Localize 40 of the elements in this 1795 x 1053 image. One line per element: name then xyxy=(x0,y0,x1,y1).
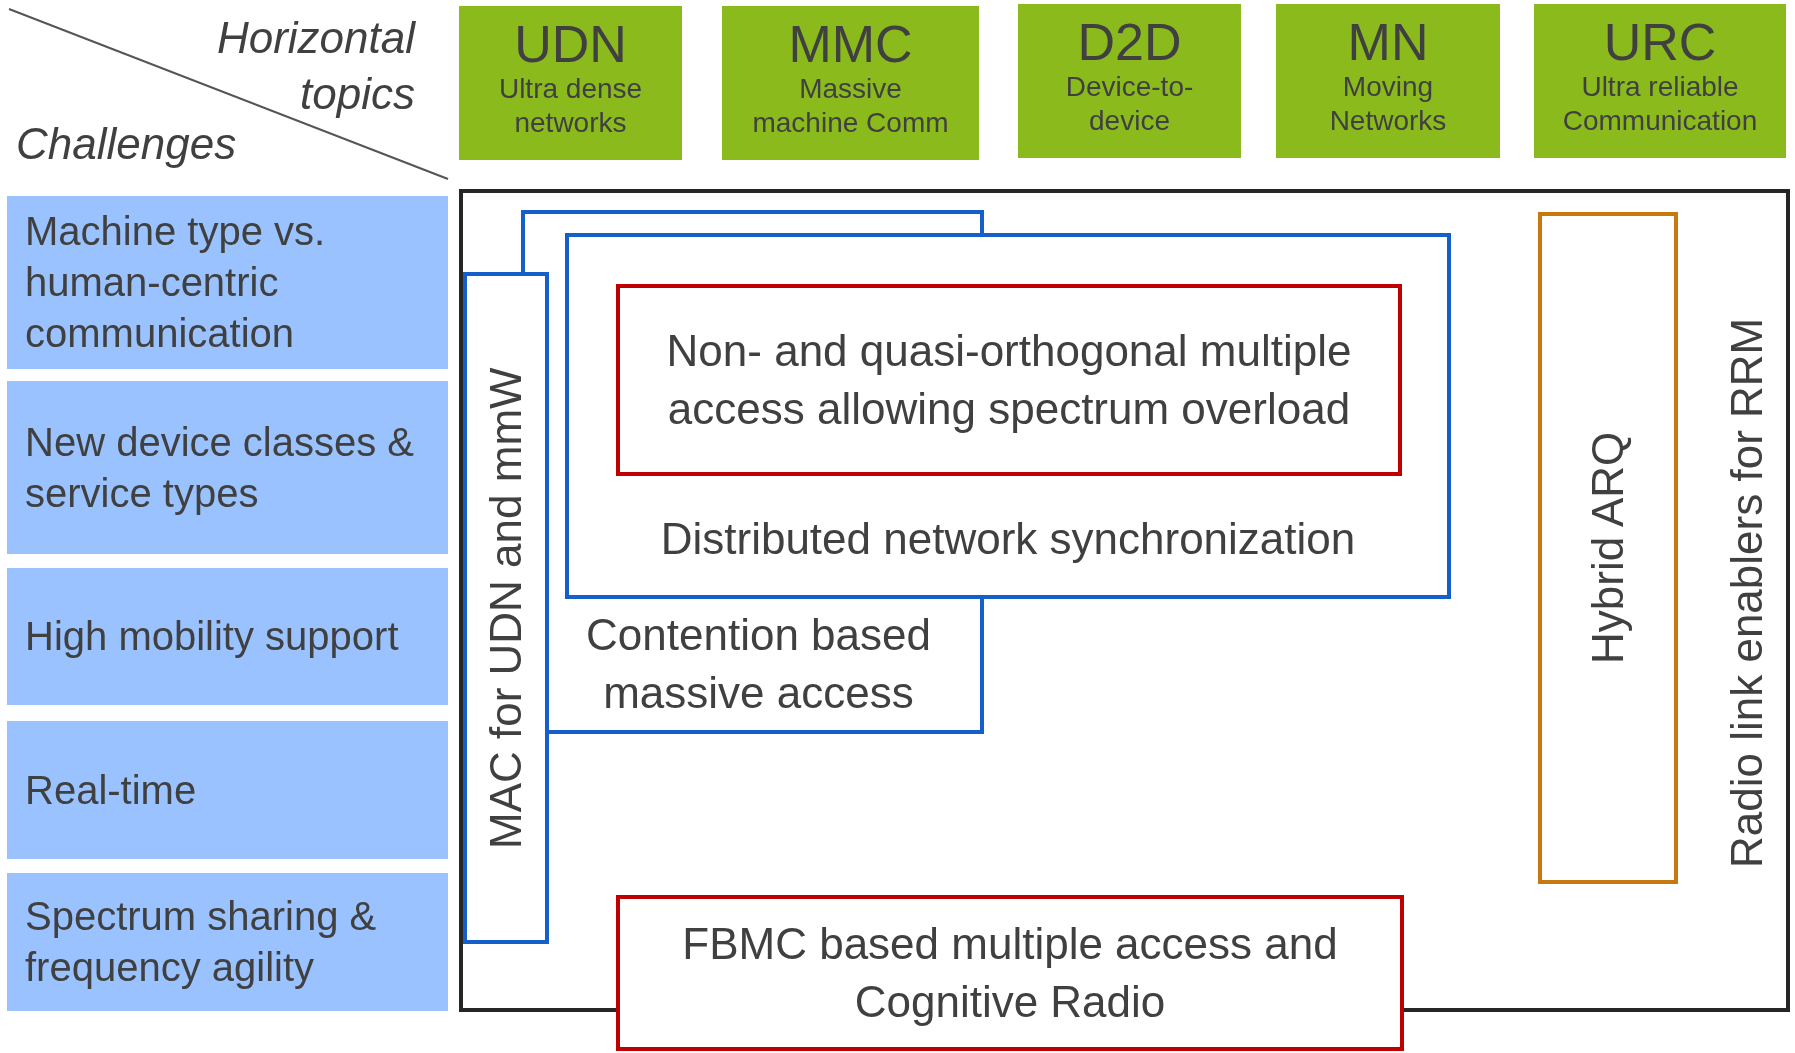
challenge-text: Spectrum sharing & frequency agility xyxy=(25,893,378,991)
challenge-text: Real-time xyxy=(25,766,197,814)
enabler-box xyxy=(616,284,1402,476)
topic-box xyxy=(722,6,979,160)
topic-description: Ultra reliable Communication xyxy=(1561,70,1759,138)
challenge-text: High mobility support xyxy=(25,613,399,660)
enabler-text: Distributed network synchronization xyxy=(660,513,1356,565)
topic-abbreviation: D2D xyxy=(1076,14,1183,70)
topic-box xyxy=(1534,4,1786,158)
challenge-box xyxy=(7,568,448,705)
enabler-text: Non- and quasi-orthogonal multiple access allowing spectrum overload xyxy=(665,325,1353,435)
enabler-box xyxy=(616,895,1404,1051)
challenge-box xyxy=(7,721,448,859)
vertical-label: Radio link enablers for RRM xyxy=(1722,316,1772,871)
topic-description: Massive machine Comm xyxy=(751,72,950,140)
enabler-box xyxy=(549,599,984,734)
challenge-box xyxy=(7,873,448,1011)
corner-header: Challenges xyxy=(16,118,237,170)
challenge-box xyxy=(7,381,448,554)
enabler-box xyxy=(565,233,1451,599)
topic-box xyxy=(1276,4,1500,158)
enabler-text: FBMC based multiple access and Cognitive Radio xyxy=(681,918,1339,1028)
topic-box xyxy=(1018,4,1241,158)
challenge-text: Machine type vs. human-centric communication xyxy=(25,208,327,357)
topic-abbreviation: MMC xyxy=(787,16,914,72)
corner-header: Horizontal topics xyxy=(215,12,415,120)
topic-abbreviation: UDN xyxy=(513,16,628,72)
topic-description: Device-to-device xyxy=(1064,70,1195,138)
vertical-label: MAC for UDN and mmW xyxy=(480,366,531,851)
topic-abbreviation: MN xyxy=(1346,14,1430,70)
challenge-text: New device classes & service types xyxy=(25,418,416,517)
enabler-text: Contention based massive access xyxy=(585,609,932,719)
vertical-label: Hybrid ARQ xyxy=(1582,430,1633,667)
topic-description: Ultra dense networks xyxy=(497,72,644,140)
enabler-box xyxy=(463,272,549,944)
topic-box xyxy=(459,6,682,160)
enabler-box xyxy=(1538,212,1678,884)
topic-abbreviation: URC xyxy=(1602,14,1718,70)
challenge-box xyxy=(7,196,448,369)
topic-description: Moving Networks xyxy=(1328,70,1448,138)
